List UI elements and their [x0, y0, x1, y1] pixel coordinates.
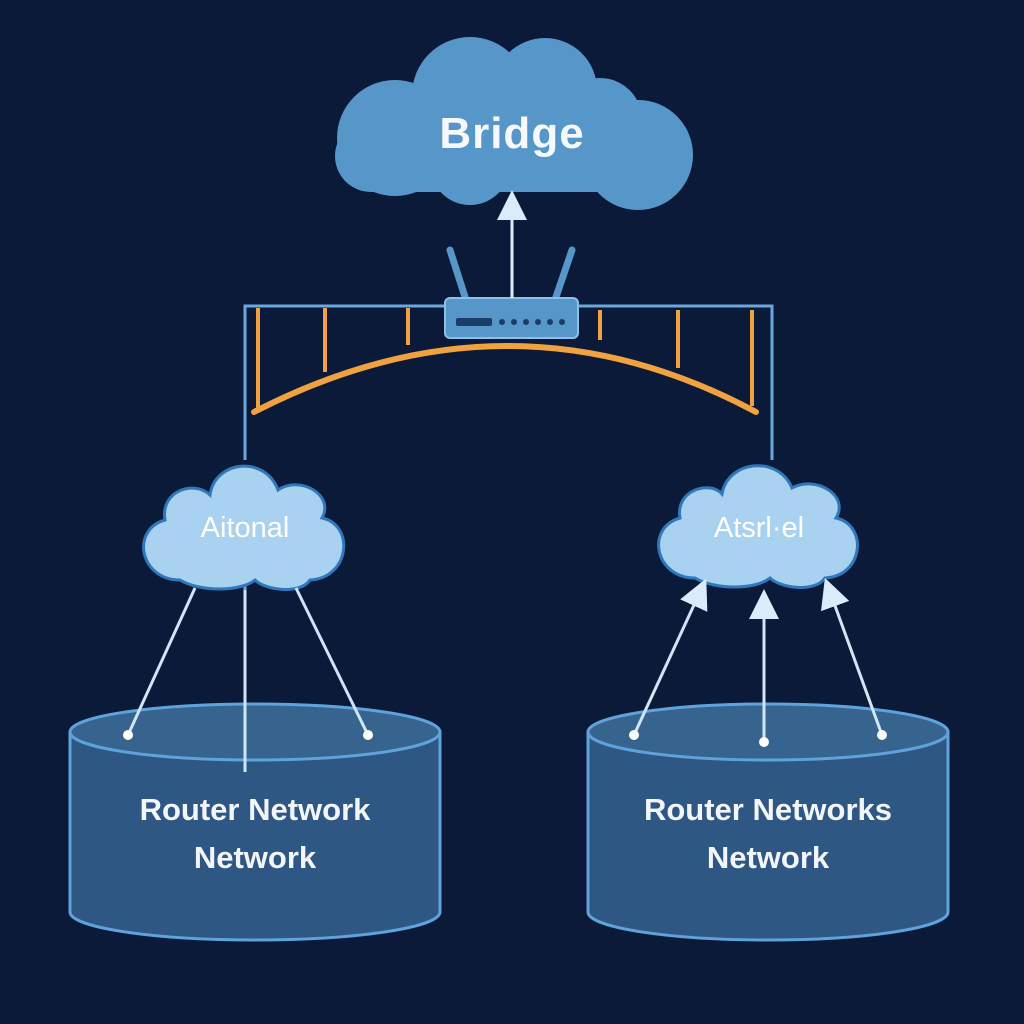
right-database [586, 702, 950, 942]
left-links [126, 587, 370, 772]
right-links [632, 577, 884, 742]
bridge-icon [251, 308, 759, 415]
left-database-line1: Router Network [139, 792, 371, 827]
right-cloud [657, 464, 859, 589]
left-cloud-label: Aitonal [200, 512, 290, 544]
left-cloud [142, 464, 346, 591]
left-link-dots [123, 730, 373, 740]
top-cloud [335, 37, 693, 210]
right-cloud-label: Atsrl·el [713, 512, 805, 544]
left-database-label: Router Network Network [70, 786, 440, 882]
right-link-dots [629, 730, 887, 747]
right-database-line2: Network [706, 840, 830, 875]
bridge-cloud-label: Bridge [439, 109, 585, 158]
right-database-line1: Router Networks [643, 792, 893, 827]
left-database [68, 702, 442, 942]
left-database-line2: Network [193, 840, 317, 875]
right-database-label: Router Networks Network [588, 786, 948, 882]
